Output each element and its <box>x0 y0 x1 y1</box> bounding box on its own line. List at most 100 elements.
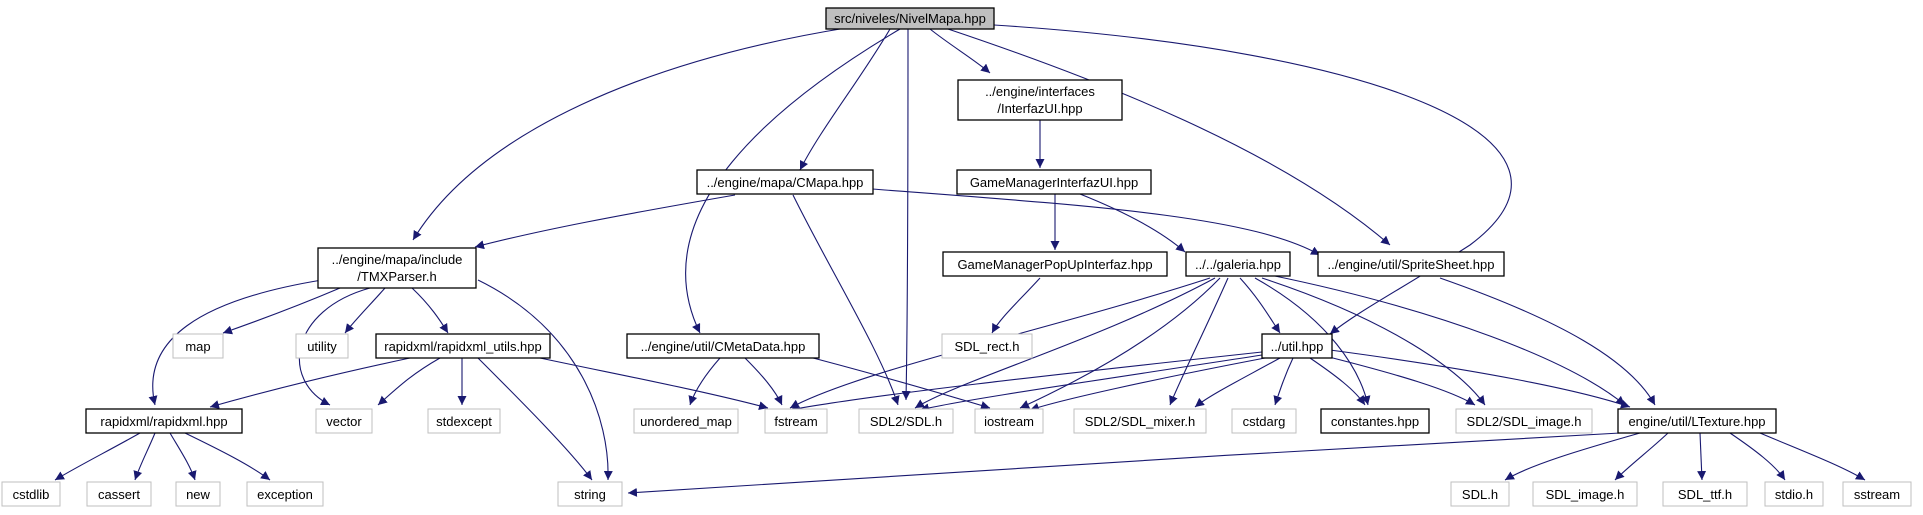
node-interfaces-ui-label-line1: ../engine/interfaces <box>985 84 1095 99</box>
node-rapidxml-utils[interactable]: rapidxml/rapidxml_utils.hpp <box>375 333 551 359</box>
edge-util-constantes <box>1309 357 1366 406</box>
node-galeria[interactable]: ../../galeria.hpp <box>1185 251 1291 277</box>
edge-lt-sstream <box>1759 432 1866 481</box>
node-cassert-label: cassert <box>98 487 140 502</box>
edge-tmx-rapidxml <box>148 279 323 406</box>
edge-util-iostream <box>1029 357 1266 412</box>
edge-gal-ltexture <box>1269 274 1626 406</box>
edge-cmd-unordered <box>688 357 721 406</box>
node-fstream[interactable]: fstream <box>764 408 828 434</box>
edges <box>54 24 1866 497</box>
edge-gal-sdl2image <box>1261 277 1486 406</box>
node-sdl2-mixer[interactable]: SDL2/SDL_mixer.h <box>1073 408 1207 434</box>
node-cmapa-label: ../engine/mapa/CMapa.hpp <box>707 175 864 190</box>
node-fstream-label: fstream <box>774 414 817 429</box>
node-cmapa[interactable]: ../engine/mapa/CMapa.hpp <box>696 169 874 195</box>
edge-root-spritesheet <box>947 28 1391 246</box>
node-root-label: src/niveles/NivelMapa.hpp <box>834 11 986 26</box>
node-sdl-image-h[interactable]: SDL_image.h <box>1532 481 1638 507</box>
node-spritesheet[interactable]: ../engine/util/SpriteSheet.hpp <box>1317 251 1505 277</box>
edge-gal-iostream <box>1019 277 1221 409</box>
node-new-label: new <box>186 487 210 502</box>
edge-root-interfaces <box>929 28 991 74</box>
node-utility[interactable]: utility <box>295 333 349 359</box>
node-gm-interfaz-ui[interactable]: GameManagerInterfazUI.hpp <box>956 169 1152 195</box>
node-vector-label: vector <box>326 414 362 429</box>
node-gm-interfaz-ui-label: GameManagerInterfazUI.hpp <box>970 175 1138 190</box>
node-constantes[interactable]: constantes.hpp <box>1320 408 1430 434</box>
node-gm-popup[interactable]: GameManagerPopUpInterfaz.hpp <box>942 251 1168 277</box>
edge-cmapa-sdl2sdl <box>792 194 900 406</box>
edge-root-tmx <box>412 27 847 241</box>
node-string[interactable]: string <box>557 481 623 507</box>
node-sdl-image-h-label: SDL_image.h <box>1546 487 1625 502</box>
edge-util-mixer <box>1194 357 1281 408</box>
node-iostream[interactable]: iostream <box>974 408 1044 434</box>
node-sdl2-sdl[interactable]: SDL2/SDL.h <box>858 408 954 434</box>
edge-tmx-rxutils <box>411 287 449 334</box>
node-cstdarg-label: cstdarg <box>1243 414 1286 429</box>
node-sdl2-mixer-label: SDL2/SDL_mixer.h <box>1085 414 1196 429</box>
node-sdl2-sdl-label: SDL2/SDL.h <box>870 414 942 429</box>
node-cstdarg[interactable]: cstdarg <box>1231 408 1297 434</box>
node-utility-label: utility <box>307 339 337 354</box>
edge-gmui-galeria <box>1079 193 1186 253</box>
node-exception-label: exception <box>257 487 313 502</box>
node-tmx-parser[interactable]: ../engine/mapa/include /TMXParser.h <box>317 247 477 289</box>
edge-tmx-utility <box>344 287 386 334</box>
node-sdl-rect[interactable]: SDL_rect.h <box>941 333 1033 359</box>
edge-cmapa-spritesheet <box>871 188 1321 256</box>
node-iostream-label: iostream <box>984 414 1034 429</box>
nodes: src/niveles/NivelMapa.hpp ../engine/inte… <box>1 7 1912 507</box>
node-sdl2-image[interactable]: SDL2/SDL_image.h <box>1455 408 1593 434</box>
node-sdl-h[interactable]: SDL.h <box>1450 481 1510 507</box>
node-cstdlib[interactable]: cstdlib <box>1 481 61 507</box>
node-gm-popup-label: GameManagerPopUpInterfaz.hpp <box>957 257 1152 272</box>
node-vector[interactable]: vector <box>315 408 373 434</box>
node-cassert[interactable]: cassert <box>86 481 152 507</box>
node-sdl-ttf-h-label: SDL_ttf.h <box>1678 487 1732 502</box>
node-cmetadata-label: ../engine/util/CMetaData.hpp <box>641 339 806 354</box>
edge-util-ltexture <box>1329 349 1631 409</box>
node-ltexture-label: engine/util/LTexture.hpp <box>1628 414 1765 429</box>
node-unordered-map-label: unordered_map <box>640 414 732 429</box>
edge-lt-string <box>627 432 1621 497</box>
node-ltexture[interactable]: engine/util/LTexture.hpp <box>1617 408 1777 434</box>
node-stdio-h[interactable]: stdio.h <box>1764 481 1824 507</box>
node-map-label: map <box>185 339 210 354</box>
node-cmetadata[interactable]: ../engine/util/CMetaData.hpp <box>626 333 820 359</box>
edge-cmd-iostream <box>789 351 991 410</box>
node-rapidxml-utils-label: rapidxml/rapidxml_utils.hpp <box>384 339 542 354</box>
node-sdl-h-label: SDL.h <box>1462 487 1498 502</box>
node-stdio-h-label: stdio.h <box>1775 487 1813 502</box>
node-stdexcept[interactable]: stdexcept <box>427 408 501 434</box>
edge-tmx-string <box>477 279 613 481</box>
node-sdl-ttf-h[interactable]: SDL_ttf.h <box>1662 481 1748 507</box>
edge-cmapa-tmx <box>474 194 736 250</box>
node-spritesheet-label: ../engine/util/SpriteSheet.hpp <box>1328 257 1495 272</box>
node-map[interactable]: map <box>172 333 224 359</box>
node-stdexcept-label: stdexcept <box>436 414 492 429</box>
edge-rxu-string <box>477 357 593 481</box>
edge-tmx-map <box>222 287 341 335</box>
edge-gal-constantes <box>1254 277 1371 406</box>
node-interfaces-ui[interactable]: ../engine/interfaces /InterfazUI.hpp <box>957 79 1123 121</box>
edge-util-sdl2sdl <box>919 354 1263 413</box>
node-exception[interactable]: exception <box>246 481 324 507</box>
node-util[interactable]: ../util.hpp <box>1261 333 1333 359</box>
edge-util-cstdarg <box>1273 357 1294 406</box>
edge-gal-sdl2sdl <box>914 277 1216 409</box>
edge-gal-mixer <box>1169 277 1229 406</box>
node-unordered-map[interactable]: unordered_map <box>633 408 739 434</box>
node-string-label: string <box>574 487 606 502</box>
node-root[interactable]: src/niveles/NivelMapa.hpp <box>825 7 995 30</box>
node-rapidxml[interactable]: rapidxml/rapidxml.hpp <box>85 408 243 434</box>
node-sstream[interactable]: sstream <box>1842 481 1912 507</box>
edge-popup-sdlrect <box>991 277 1041 334</box>
node-constantes-label: constantes.hpp <box>1331 414 1419 429</box>
edge-rx-new <box>169 432 197 481</box>
node-new[interactable]: new <box>175 481 221 507</box>
edge-util-sdl2image <box>1324 355 1476 406</box>
edge-lt-sdlh <box>1504 432 1641 481</box>
